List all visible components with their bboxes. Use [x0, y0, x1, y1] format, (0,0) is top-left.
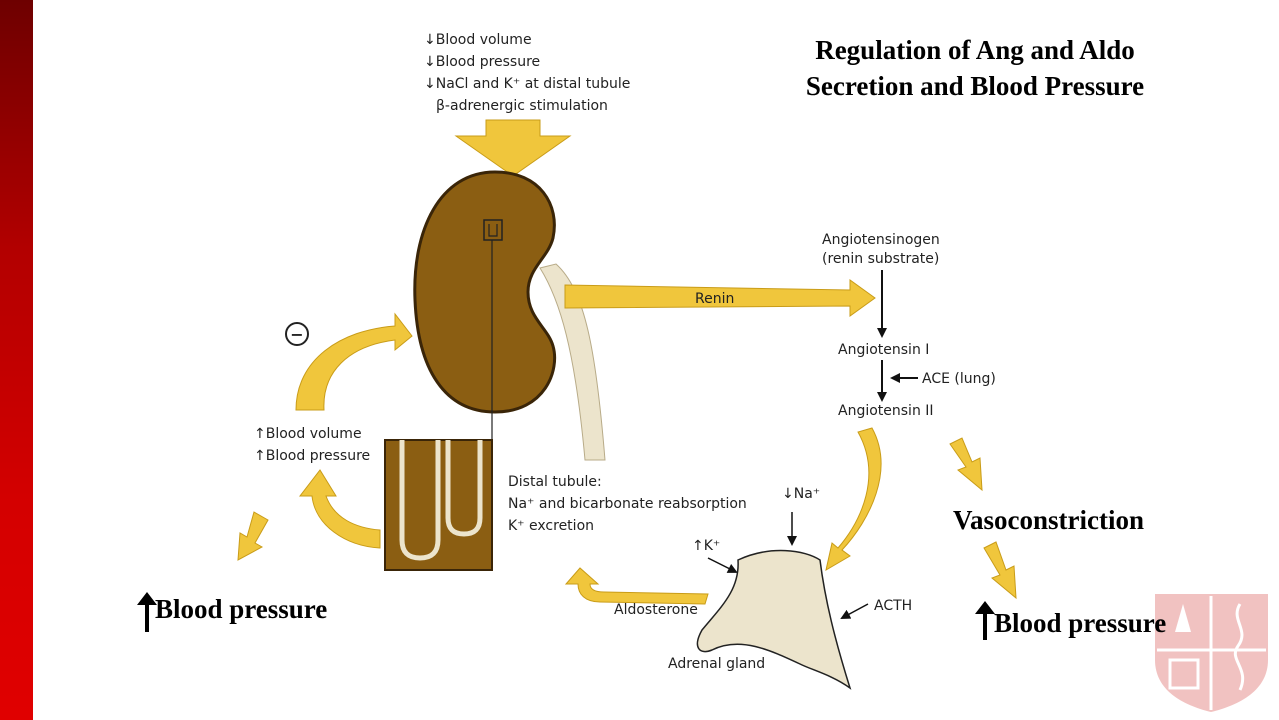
distal-tubule-excretion: K⁺ excretion [508, 518, 595, 534]
blood-pressure-up-label: ↑Blood pressure [254, 448, 371, 464]
acth-label: ACTH [874, 598, 913, 614]
stimulus-beta-adrenergic: β-adrenergic stimulation [436, 98, 608, 114]
adrenal-gland [696, 549, 852, 690]
angiotensin-2-label: Angiotensin II [838, 403, 934, 419]
ace-label: ACE (lung) [922, 371, 996, 387]
angiotensin-1-label: Angiotensin I [838, 342, 930, 358]
na-down-label: ↓Na⁺ [782, 486, 821, 502]
blood-volume-up-label: ↑Blood volume [254, 426, 362, 442]
title-line-2: Secretion and Blood Pressure [805, 71, 1145, 101]
aldosterone-arrow [564, 567, 709, 605]
renin-substrate-label: (renin substrate) [822, 251, 940, 267]
stimulus-arrow [454, 119, 572, 177]
bp-up-arrow-right [975, 601, 995, 640]
renin-label: Renin [695, 291, 735, 307]
institution-shield-logo [1155, 594, 1268, 712]
slide-title: Regulation of Ang and Aldo Secretion and… [760, 32, 1190, 104]
kidney-shape [413, 170, 557, 414]
blood-pressure-left-label: Blood pressure [155, 594, 328, 624]
glomerulus-box [483, 219, 503, 241]
angiotensin-to-adrenal-arrow [825, 427, 882, 572]
distal-tubule-title: Distal tubule: [508, 474, 602, 490]
negative-feedback-circle [285, 322, 309, 346]
stimulus-blood-pressure: ↓Blood pressure [424, 54, 541, 70]
title-line-1: Regulation of Ang and Aldo [815, 35, 1135, 65]
minus-sign: − [290, 325, 303, 344]
distal-tubule-reabsorption: Na⁺ and bicarbonate reabsorption [508, 496, 747, 512]
stimulus-blood-volume: ↓Blood volume [424, 32, 532, 48]
aldosterone-label: Aldosterone [614, 602, 698, 618]
adrenal-gland-label: Adrenal gland [668, 656, 766, 672]
k-up-label: ↑K⁺ [692, 538, 721, 554]
left-down-arrow [237, 511, 269, 561]
feedback-lower-arrow [298, 469, 381, 549]
red-side-bar [0, 0, 33, 720]
stimulus-nacl-k: ↓NaCl and K⁺ at distal tubule [424, 76, 631, 92]
right-down-arrow-1 [949, 437, 983, 492]
renin-arrow [564, 279, 876, 317]
bp-up-arrow-left [137, 592, 157, 632]
feedback-upper-arrow [295, 312, 413, 411]
angiotensinogen-label: Angiotensinogen [822, 232, 940, 248]
blood-pressure-right-label: Blood pressure [994, 608, 1167, 638]
vasoconstriction-label: Vasoconstriction [953, 505, 1145, 535]
right-down-arrow-2 [983, 541, 1017, 600]
